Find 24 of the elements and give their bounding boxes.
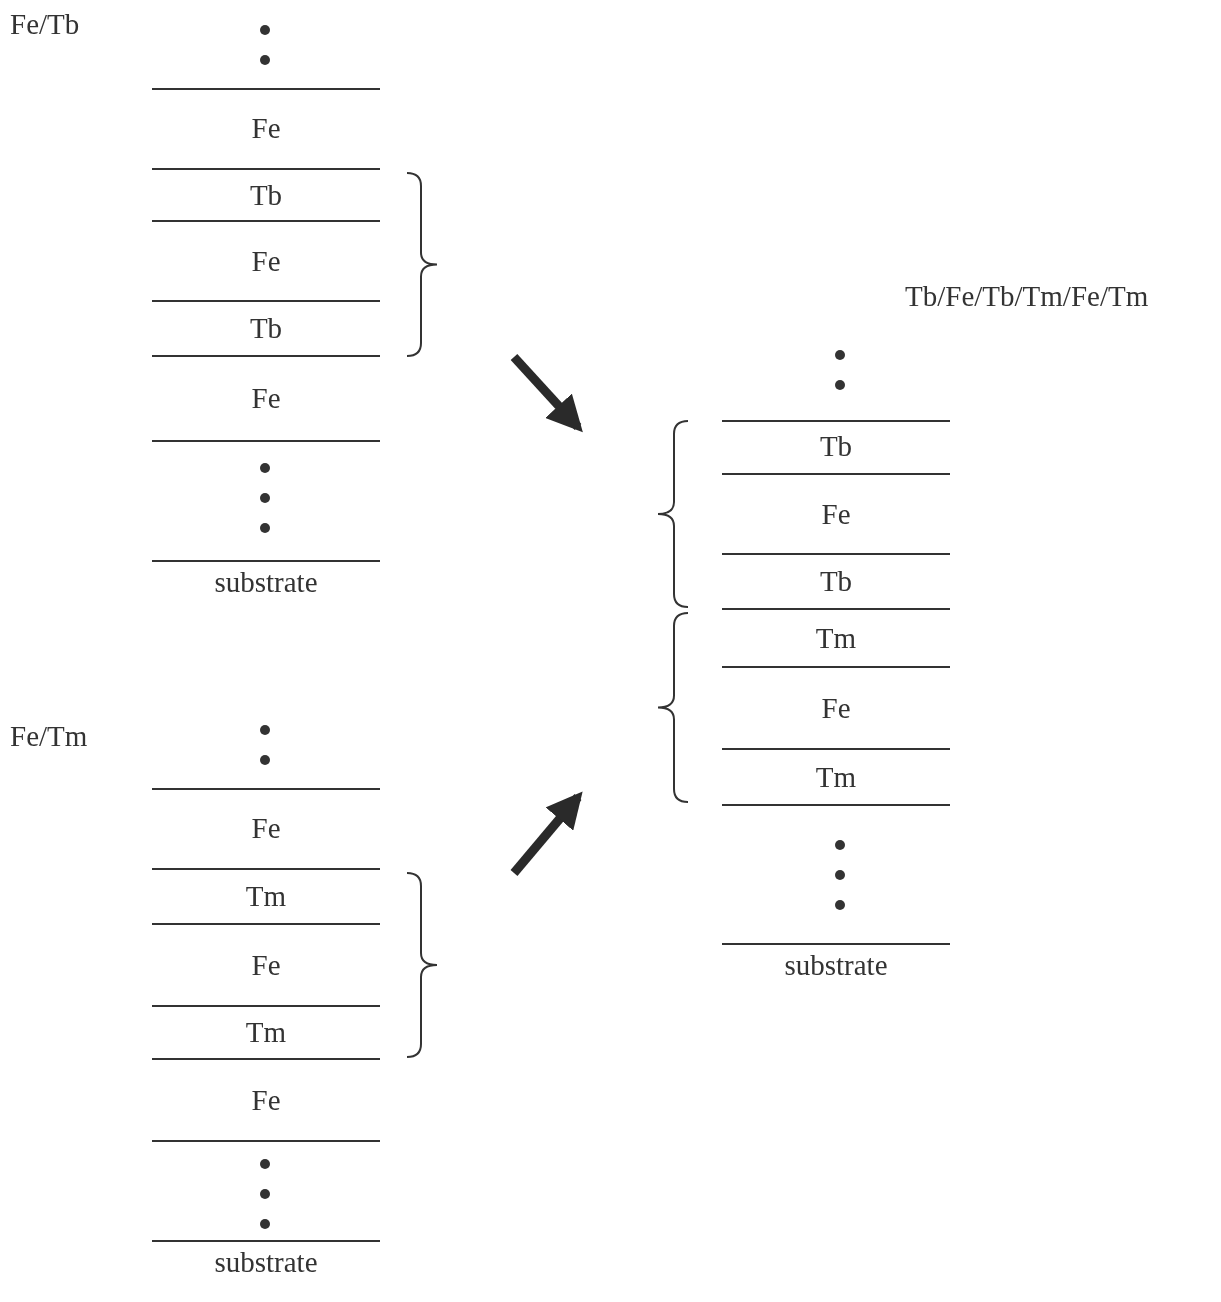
layer-band: Tb (722, 420, 950, 475)
stack-title: Fe/Tm (10, 720, 88, 753)
layer-band: Fe (152, 1060, 380, 1142)
layer-band: Fe (722, 475, 950, 555)
layer-band: Fe (152, 222, 380, 302)
layer-band: Fe (722, 668, 950, 750)
layer-band: Tb (722, 555, 950, 610)
layer-band: Tm (722, 610, 950, 668)
layer-band: Tm (722, 750, 950, 806)
layer-band: Fe (152, 357, 380, 442)
layer-band: substrate (152, 1240, 380, 1284)
stack-title: Fe/Tb (10, 8, 80, 41)
stack-title: Tb/Fe/Tb/Tm/Fe/Tm (905, 280, 1149, 313)
layer-band: Tb (152, 170, 380, 222)
layer-band: Tm (152, 1007, 380, 1060)
arrow (510, 791, 583, 876)
layer-band: Fe (152, 88, 380, 170)
arrow (510, 353, 583, 433)
layer-band: substrate (722, 943, 950, 990)
layer-band: Tm (152, 870, 380, 925)
layer-band: Fe (152, 925, 380, 1007)
layer-band: Tb (152, 302, 380, 357)
layer-band: substrate (152, 560, 380, 605)
layer-band: Fe (152, 788, 380, 870)
